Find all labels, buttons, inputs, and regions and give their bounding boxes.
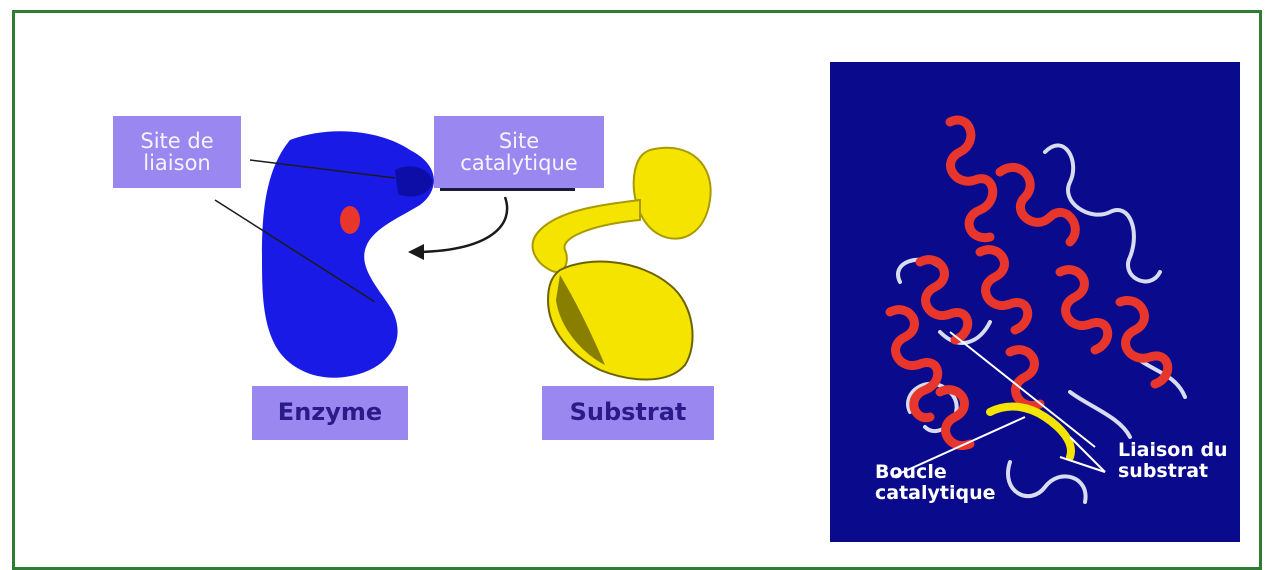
label-liaison-line1: Liaison du — [1118, 440, 1228, 461]
binding-arrow — [420, 197, 507, 252]
substrate-top-bulb — [634, 148, 711, 239]
label-enzyme-text: Enzyme — [278, 400, 382, 425]
label-site-de-liaison: Site de liaison — [113, 116, 241, 188]
active-site-marker — [340, 206, 360, 234]
label-site-de-liaison-line2: liaison — [143, 152, 210, 174]
protein-ribbon-panel: Boucle catalytique Liaison du substrat — [830, 62, 1240, 542]
substrate-stalk — [533, 200, 640, 272]
label-boucle-line2: catalytique — [875, 483, 996, 504]
enzyme-substrate-diagram — [0, 0, 820, 565]
catalytic-loop-highlight — [990, 407, 1071, 457]
label-site-catalytique-line1: Site — [499, 130, 539, 152]
label-site-catalytique: Site catalytique — [434, 116, 604, 188]
label-enzyme: Enzyme — [252, 386, 408, 440]
label-liaison-du-substrat: Liaison du substrat — [1118, 440, 1228, 482]
label-substrat: Substrat — [542, 386, 714, 440]
label-boucle-catalytique: Boucle catalytique — [875, 462, 996, 504]
label-site-catalytique-line2: catalytique — [460, 152, 577, 174]
label-liaison-line2: substrat — [1118, 461, 1228, 482]
label-boucle-line1: Boucle — [875, 462, 996, 483]
label-substrat-text: Substrat — [570, 400, 687, 425]
label-site-de-liaison-line1: Site de — [140, 130, 213, 152]
